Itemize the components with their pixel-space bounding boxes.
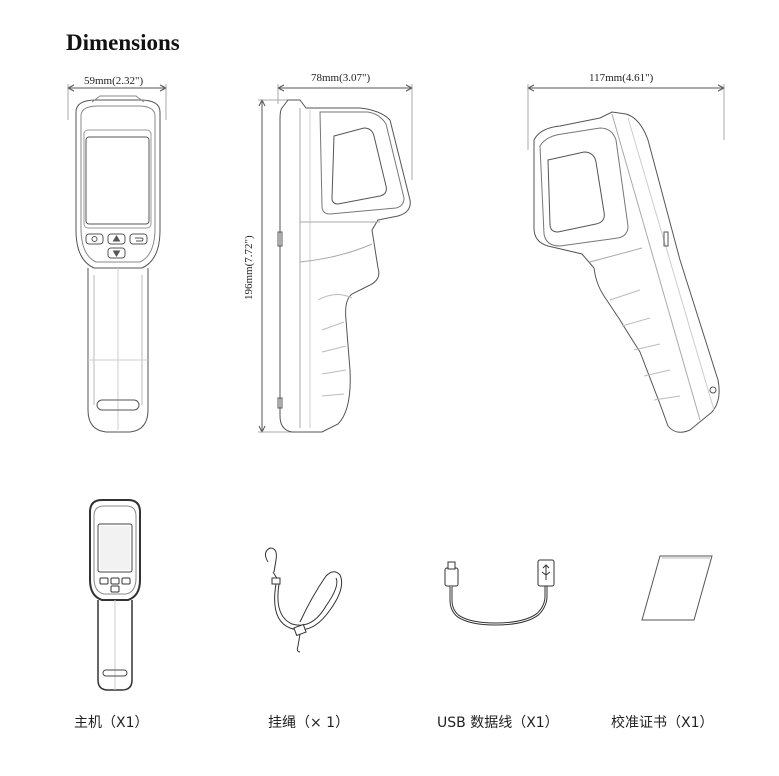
angled-length-dimension	[528, 84, 724, 150]
side-height-dimension	[258, 100, 300, 432]
front-width-dimension	[68, 84, 166, 120]
dimension-depth-label: 78mm(3.07")	[311, 72, 371, 84]
device-icon	[90, 500, 140, 690]
side-depth-dimension	[278, 84, 412, 180]
dimension-width-label: 59mm(2.32")	[84, 75, 144, 87]
page-title: Dimensions	[66, 30, 180, 55]
caption-device: 主机（X1）	[74, 715, 149, 731]
angled-view-device	[534, 112, 719, 432]
certificate-icon	[642, 556, 712, 620]
dimension-length-label: 117mm(4.61")	[589, 72, 654, 84]
caption-usb-cable: USB 数据线（X1）	[437, 715, 559, 731]
caption-certificate: 校准证书（X1）	[611, 715, 714, 731]
usb-cable-icon	[445, 560, 554, 624]
lanyard-icon	[265, 548, 341, 652]
caption-lanyard: 挂绳（× 1）	[268, 715, 350, 731]
front-view-device	[76, 96, 160, 432]
side-view-device	[278, 100, 410, 432]
